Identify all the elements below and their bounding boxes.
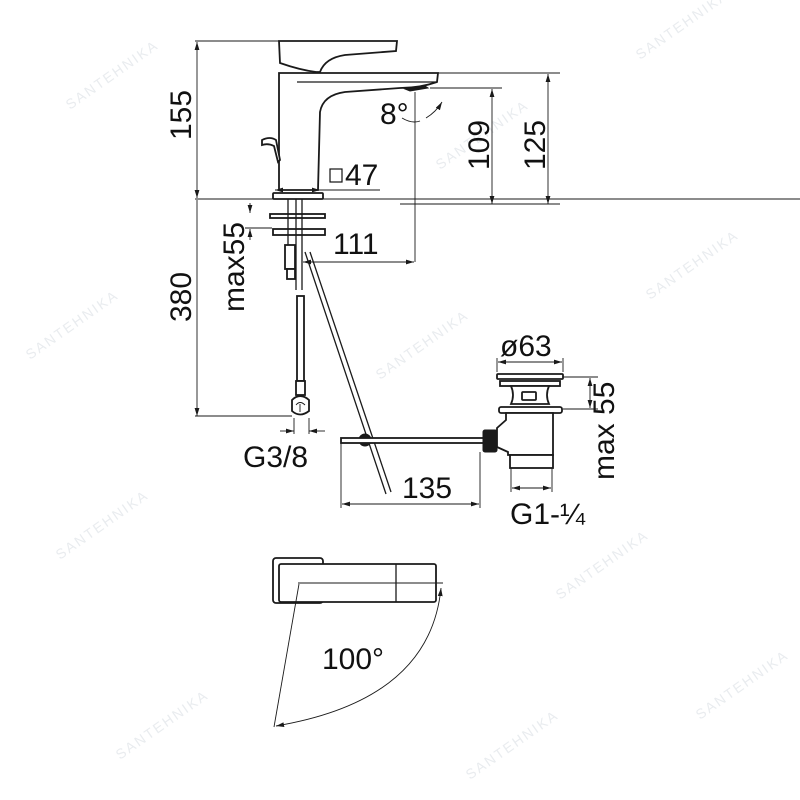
svg-text:SANTEHNIKA: SANTEHNIKA [553,527,652,603]
faucet-side-view [261,40,498,495]
svg-text:SANTEHNIKA: SANTEHNIKA [693,647,792,723]
svg-text:SANTEHNIKA: SANTEHNIKA [53,487,152,563]
svg-text:SANTEHNIKA: SANTEHNIKA [113,687,212,763]
label-hose-connection: G3/8 [243,441,308,474]
label-spout-height-inner: 109 [463,120,496,170]
dimension-labels: 155 125 109 8° 47 111 max55 380 G3/8 135… [165,90,621,676]
square-symbol-icon [329,168,343,183]
popup-waste-view [496,373,564,469]
label-deck-thickness: max55 [218,222,251,312]
svg-text:SANTEHNIKA: SANTEHNIKA [643,227,742,303]
svg-text:SANTEHNIKA: SANTEHNIKA [633,0,732,62]
svg-text:SANTEHNIKA: SANTEHNIKA [23,287,122,363]
label-handle-rotation: 100° [322,643,384,676]
label-hose-length: 380 [165,272,198,322]
label-pull-rod-length: 135 [402,472,452,505]
svg-text:47: 47 [345,159,378,192]
label-waste-max-thickness: max 55 [588,382,621,480]
svg-text:SANTEHNIKA: SANTEHNIKA [373,307,472,383]
label-spout-reach: 111 [333,228,379,261]
label-total-height: 155 [165,90,198,140]
svg-text:SANTEHNIKA: SANTEHNIKA [63,37,162,113]
label-waste-diameter: ø63 [500,330,552,363]
top-view-rotation [272,557,443,728]
dimension-lines [194,40,800,508]
label-waste-thread: G1-¼ [510,498,586,531]
svg-text:SANTEHNIKA: SANTEHNIKA [463,707,562,783]
label-base-square: 47 [329,159,378,192]
label-spout-height-outer: 125 [519,120,552,170]
label-spout-angle: 8° [380,98,409,131]
